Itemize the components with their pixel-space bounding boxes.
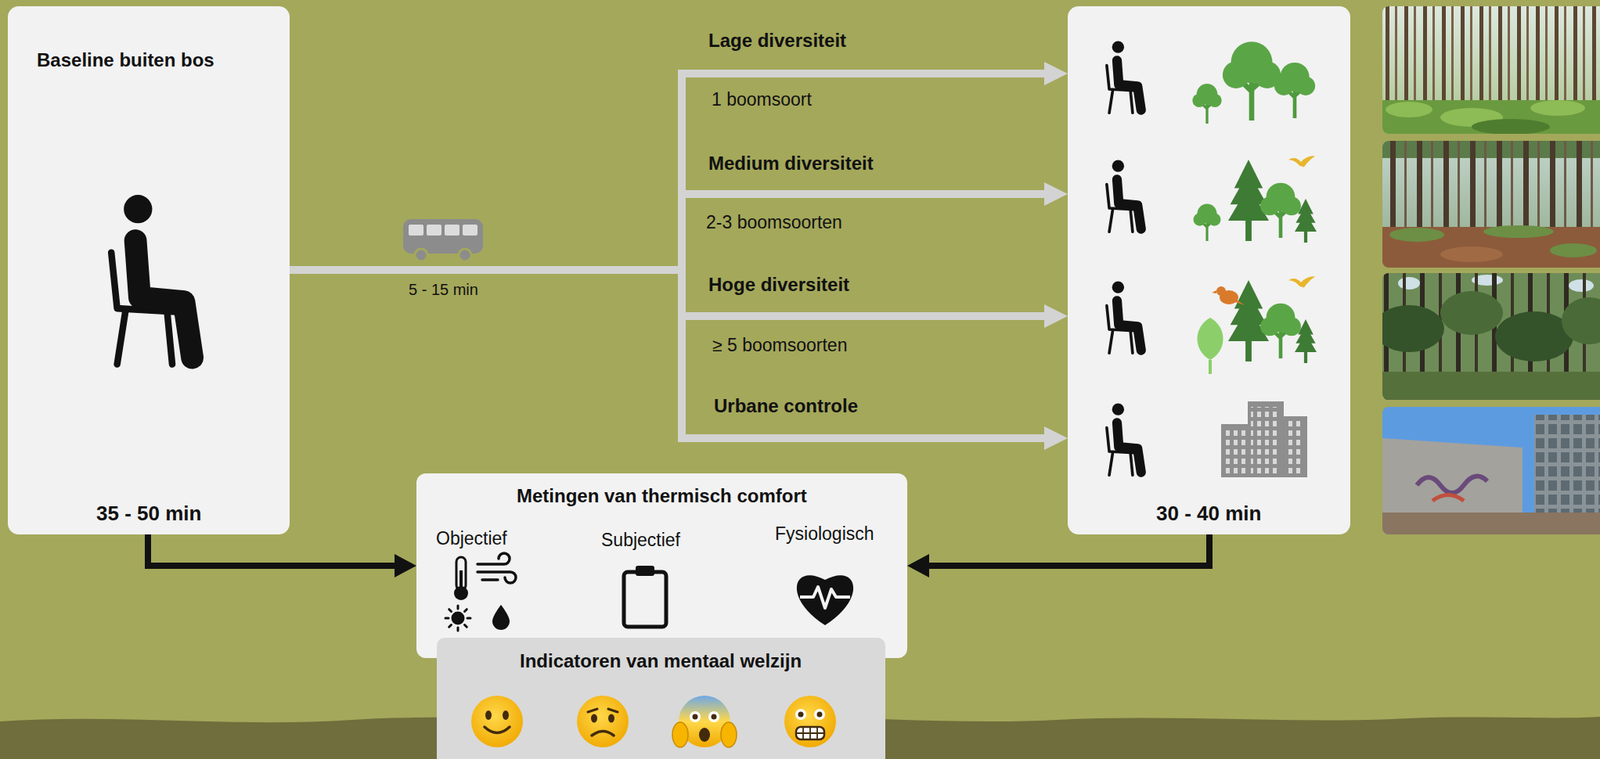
arrowhead <box>394 554 417 578</box>
condition-detail: 1 boomsoort <box>711 89 812 112</box>
clipboard-icon <box>623 565 667 628</box>
connector-line <box>681 312 1048 321</box>
grimace-emoji <box>784 695 837 748</box>
tree-icon <box>1197 276 1318 375</box>
forest-photo <box>1382 140 1600 268</box>
wind-icon <box>477 553 516 584</box>
forest-photo <box>1382 6 1600 134</box>
arrowhead <box>907 554 930 578</box>
bus-icon <box>403 219 483 262</box>
box-heading: Indicatoren van mentaal welzijn <box>519 650 802 674</box>
box-text: 35 - 50 min <box>96 501 202 527</box>
box-text: Subjectief <box>601 529 681 552</box>
box-heading: 30 - 40 min <box>1156 501 1262 527</box>
connector-line <box>289 266 682 274</box>
forest-photo <box>1382 273 1600 400</box>
arrowhead <box>1044 61 1068 86</box>
happy-emoji <box>471 695 523 748</box>
tree-icon <box>1192 41 1316 123</box>
condition-label: Hoge diversiteit <box>708 273 850 297</box>
tree-icon <box>1193 155 1318 243</box>
connector-line <box>681 434 1048 443</box>
connector-line <box>926 534 1210 566</box>
connector <box>907 534 1210 578</box>
connector <box>147 534 417 578</box>
sun-icon <box>445 605 471 631</box>
condition-label: Medium diversiteit <box>708 152 874 176</box>
arrowhead <box>1044 182 1068 206</box>
phase-panel: Baseline buiten bos 35 - 50 min <box>7 6 290 535</box>
box-heading: Metingen van thermisch comfort <box>516 485 808 509</box>
connector-line <box>681 190 1048 199</box>
connector-line <box>147 534 398 566</box>
condition-detail: ≥ 5 boomsoorten <box>712 335 847 357</box>
sad-emoji <box>576 695 629 748</box>
condition-label: Urbane controle <box>713 395 858 419</box>
condition-label: Lage diversiteit <box>708 29 847 53</box>
scared-emoji <box>672 695 737 748</box>
building-icon <box>1221 401 1308 478</box>
person-icon <box>7 6 290 535</box>
urban-photo <box>1382 407 1600 535</box>
drop-icon <box>492 605 510 631</box>
condition-detail: 2-3 boomsoorten <box>706 212 843 235</box>
connector <box>289 61 1068 451</box>
connector-line <box>681 69 1048 78</box>
heart-icon <box>796 575 854 626</box>
condition-icons <box>1067 6 1351 535</box>
thermometer-icon <box>454 557 469 601</box>
edge-label: 5 - 15 min <box>408 280 479 300</box>
arrowhead <box>1044 426 1068 451</box>
arrowhead <box>1044 304 1068 328</box>
connector-line <box>677 73 686 439</box>
wellbeing-box: Indicatoren van mentaal welzijn <box>436 637 886 759</box>
phase-panel: 30 - 40 min <box>1067 6 1351 535</box>
box-heading: Baseline buiten bos <box>36 49 215 73</box>
measure-box: Metingen van thermisch comfortObjectief S… <box>416 473 908 659</box>
box-text: Objectief <box>436 528 508 551</box>
box-text: Fysiologisch <box>774 523 875 546</box>
